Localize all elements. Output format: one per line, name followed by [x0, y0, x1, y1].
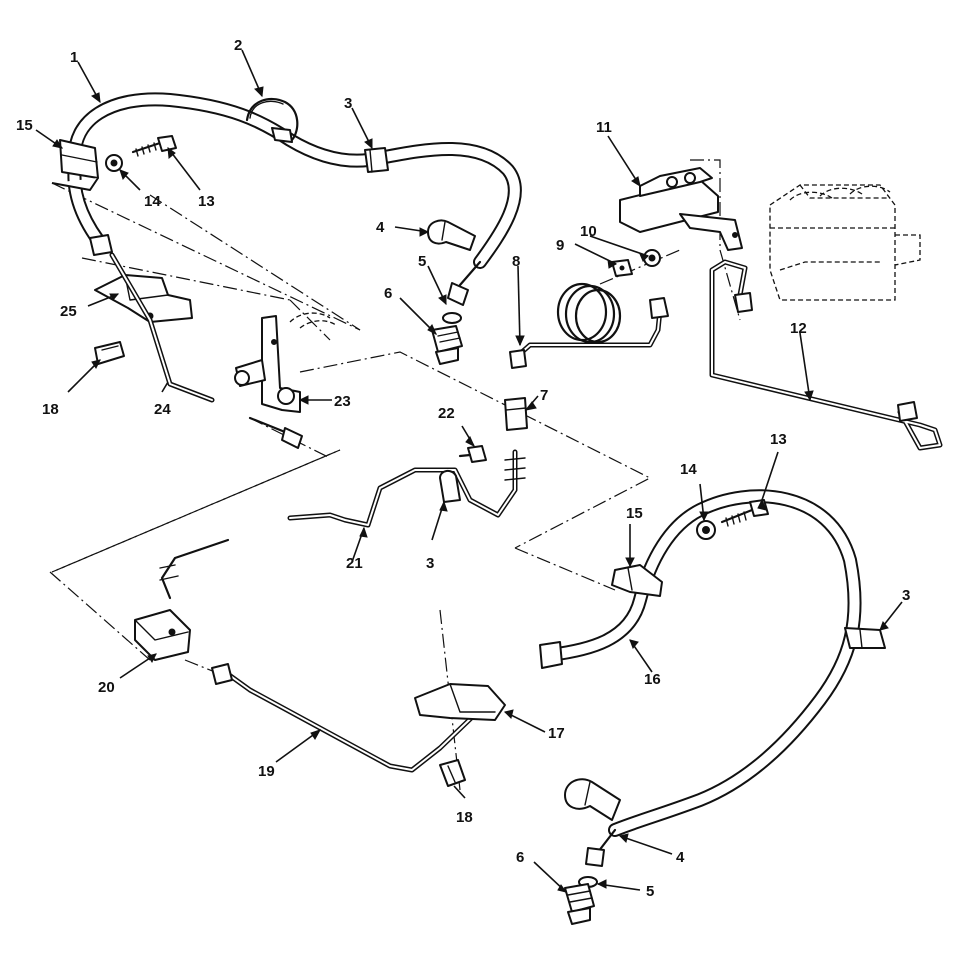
callout-19: 19: [258, 763, 275, 780]
nut-9: [611, 259, 633, 277]
clip-18-lower: [439, 759, 466, 787]
callout-24: 24: [154, 401, 171, 418]
callout-25: 25: [60, 303, 77, 320]
bracket-23: [234, 312, 337, 413]
callout-16: 16: [644, 671, 661, 688]
washer-14-upper: [105, 154, 123, 172]
callout-4: 4: [376, 219, 385, 236]
banjo-bolt-6-upper: [431, 325, 463, 365]
callout-23: 23: [334, 393, 351, 410]
arrowheads: [52, 86, 889, 893]
combination-valve-11: [619, 167, 743, 251]
phantom-lines: [49, 159, 741, 791]
callout-13: 13: [198, 193, 215, 210]
callout-7: 7: [540, 387, 548, 404]
clip-4-upper: [427, 219, 482, 306]
bolt-13-upper: [131, 135, 177, 157]
brake-line-8: [509, 282, 669, 369]
clip-18-left: [94, 341, 125, 365]
callout-14-lower: 14: [680, 461, 697, 478]
callout-15-lower: 15: [626, 505, 643, 522]
callout-18: 18: [42, 401, 59, 418]
callout-17: 17: [548, 725, 565, 742]
callout-12: 12: [790, 320, 807, 337]
hose-clamp-2: [245, 97, 299, 143]
callout-14: 14: [144, 193, 161, 210]
clip-3-lower: [844, 627, 886, 649]
callout-1: 1: [70, 49, 78, 66]
callout-6-lower: 6: [516, 849, 524, 866]
callout-4-lower: 4: [676, 849, 685, 866]
callout-9: 9: [556, 237, 564, 254]
callout-18-lower: 18: [456, 809, 473, 826]
callout-3: 3: [344, 95, 352, 112]
clip-4-lower: [564, 778, 621, 867]
callout-10: 10: [580, 223, 597, 240]
brake-line-21: [159, 449, 526, 600]
bracket-17: [414, 683, 506, 721]
brake-line-12: [709, 259, 943, 451]
clip-3-middle: [439, 470, 461, 503]
callout-labels: 1 2 3 15 14 13 4 5 6 8 7 10 9 11 12 25 1…: [16, 37, 910, 900]
callout-6: 6: [384, 285, 392, 302]
brake-hose-16: [539, 489, 862, 837]
callout-20: 20: [98, 679, 115, 696]
master-cylinder: [769, 184, 921, 301]
brake-line-24: [109, 252, 303, 449]
callout-2: 2: [234, 37, 242, 54]
washer-14-lower: [696, 520, 716, 540]
banjo-bolt-6-lower: [564, 883, 595, 925]
callout-8: 8: [512, 253, 520, 270]
callout-15: 15: [16, 117, 33, 134]
callout-21: 21: [346, 555, 363, 572]
callout-5-lower: 5: [646, 883, 654, 900]
callout-22: 22: [438, 405, 455, 422]
callout-13-lower: 13: [770, 431, 787, 448]
callout-5: 5: [418, 253, 426, 270]
bolt-22: [458, 445, 487, 463]
clip-3-upper: [364, 147, 389, 173]
brake-line-19: [211, 663, 493, 773]
callout-3-middle: 3: [426, 555, 434, 572]
junction-block-20: [134, 609, 191, 661]
union-7: [504, 397, 528, 431]
hose-bracket-15-upper: [51, 139, 99, 191]
callout-11: 11: [596, 119, 612, 136]
leader-lines: [35, 49, 903, 893]
washer-5-upper: [442, 312, 462, 324]
callout-3-lower: 3: [902, 587, 910, 604]
hose-bracket-15-lower: [611, 564, 663, 597]
